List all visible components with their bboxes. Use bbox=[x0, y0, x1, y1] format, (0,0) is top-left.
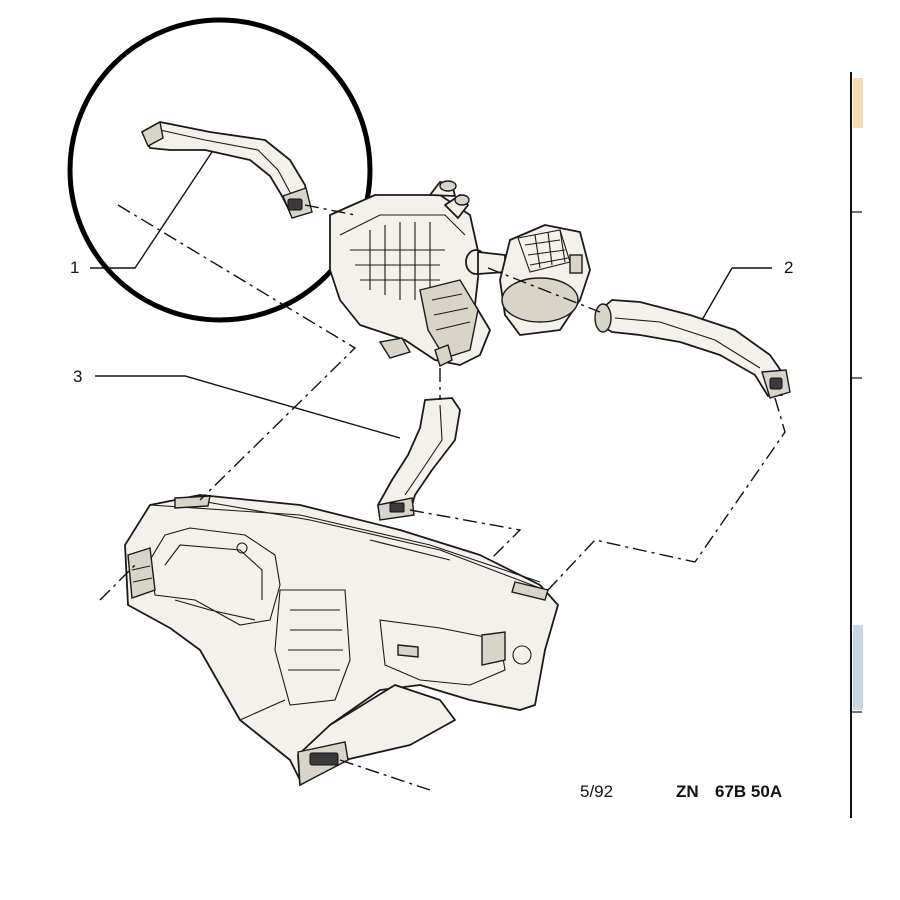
part-1-left-air-duct bbox=[141, 120, 313, 219]
highlight-circle bbox=[67, 17, 373, 323]
drawing-date: 5/92 bbox=[580, 782, 613, 801]
drawing-reference: 5/92 ZN 67B 50A bbox=[580, 782, 782, 801]
callout-2: 2 bbox=[784, 258, 793, 277]
heater-blower-unit bbox=[329, 180, 591, 367]
leader-lines bbox=[90, 151, 772, 439]
callout-1: 1 bbox=[70, 258, 79, 277]
part-3-center-air-duct bbox=[377, 397, 461, 521]
callout-3: 3 bbox=[73, 367, 82, 386]
routing-lines bbox=[99, 204, 786, 791]
part-2-right-air-duct bbox=[594, 299, 791, 399]
drawing-ref-prefix: ZN bbox=[676, 782, 699, 801]
drawing-ref-code: 67B 50A bbox=[715, 782, 782, 801]
adjacent-page-edge bbox=[850, 72, 863, 818]
dashboard-assembly bbox=[124, 494, 559, 787]
